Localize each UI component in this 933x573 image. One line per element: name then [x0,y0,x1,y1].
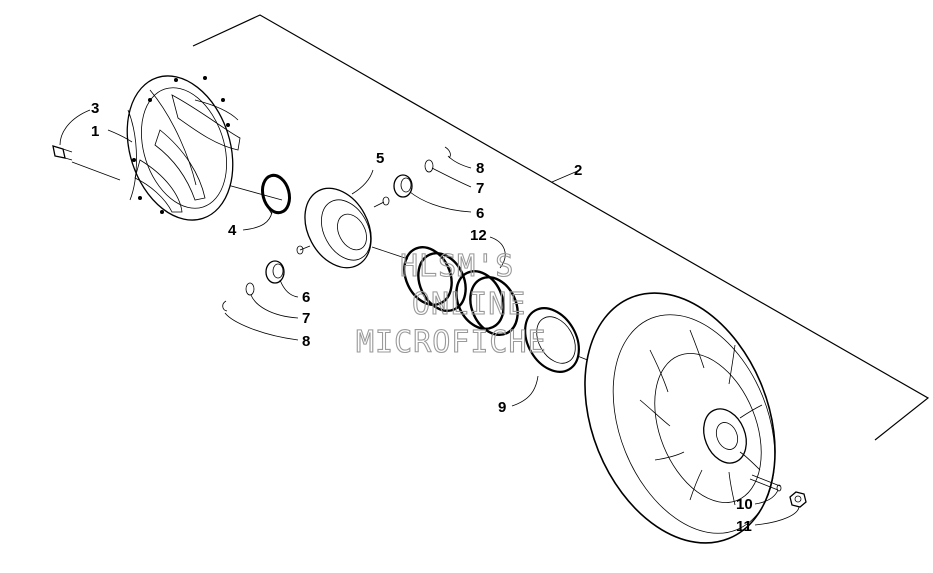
watermark: HLSM'S ONLINE MICROFICHE [355,248,547,360]
callout-1: 1 [91,123,99,140]
callout-8-lower: 8 [302,333,310,350]
callout-labels: 3 1 2 4 5 8 7 6 12 6 7 8 9 10 11 [91,100,753,535]
watermark-line-1: HLSM'S [400,249,514,284]
part-nut [789,491,807,508]
part-drive-cam [126,75,241,221]
part-bolt [52,145,73,161]
callout-11: 11 [736,518,752,535]
callout-5: 5 [376,150,384,167]
callout-2: 2 [574,162,582,179]
part-snap-ring [261,173,291,215]
part-seal-ring [524,307,580,373]
callout-7-lower: 7 [302,310,310,327]
leader-lines [59,109,800,526]
callout-8-upper: 8 [476,160,484,177]
callout-12: 12 [470,227,487,244]
part-roller-set-lower [222,260,285,312]
assembly-bracket [192,14,930,441]
callout-9: 9 [498,399,506,416]
part-pin [749,474,782,492]
part-spider-assembly [296,187,390,269]
part-roller-set-upper [393,146,451,198]
callout-10: 10 [736,496,753,513]
part-moveable-sheave [584,292,776,544]
watermark-line-2: ONLINE [412,287,526,322]
callout-7-upper: 7 [476,180,484,197]
watermark-line-3: MICROFICHE [356,325,547,360]
callout-4: 4 [228,222,237,239]
part-springs [403,246,519,336]
callout-6-upper: 6 [476,205,484,222]
callout-6-lower: 6 [302,289,310,306]
callout-3: 3 [91,100,99,117]
